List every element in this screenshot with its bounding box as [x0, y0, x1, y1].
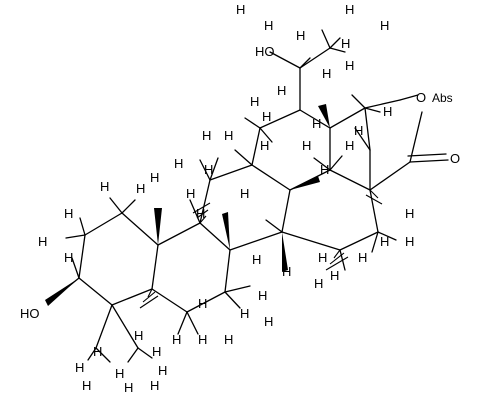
hydrogen-label: H: [64, 250, 73, 265]
hydrogen-label: H: [282, 264, 291, 279]
atom-labels: HO HO O O Abs H H H H H H H H H H H H H …: [20, 2, 460, 395]
hydroxyl-label-upper: HO: [255, 44, 275, 59]
hydrogen-label: H: [345, 2, 354, 17]
hydrogen-label: H: [264, 18, 273, 33]
hashed-bonds: [139, 189, 383, 309]
hydrogen-label: H: [240, 306, 249, 321]
hydrogen-label: H: [302, 138, 311, 153]
hydrogen-label: H: [405, 234, 414, 249]
hydrogen-label: H: [314, 276, 323, 291]
hydrogen-label: H: [341, 36, 350, 51]
hydrogen-label: H: [236, 2, 245, 17]
hydrogen-label: H: [38, 234, 47, 249]
hydrogen-label: H: [240, 186, 249, 201]
hydrogen-label: H: [330, 268, 339, 283]
hydrogen-label: H: [82, 378, 91, 393]
hydrogen-label: H: [186, 186, 195, 201]
hydrogen-label: H: [296, 28, 305, 43]
hydrogen-label: H: [312, 116, 321, 131]
hydrogen-label: H: [380, 234, 389, 249]
hydrogen-label: H: [262, 109, 271, 124]
hydrogen-label: H: [172, 332, 181, 347]
hydrogen-label: H: [264, 314, 273, 329]
hydrogen-label: H: [383, 104, 392, 119]
lactone-oxygen-label: O: [416, 90, 426, 105]
hydrogen-label: H: [320, 162, 329, 177]
hydrogen-label: H: [260, 138, 269, 153]
hydrogen-label: H: [115, 366, 124, 381]
hydrogen-label: H: [198, 296, 207, 311]
bond-skeleton: [47, 47, 449, 349]
hydrogen-label: H: [380, 18, 389, 33]
hydrogen-label: H: [134, 328, 143, 343]
hydrogen-label: H: [345, 138, 354, 153]
hydrogen-label: H: [198, 332, 207, 347]
carbonyl-oxygen-label: O: [450, 151, 460, 166]
hydrogen-label: H: [224, 128, 233, 143]
hydrogen-label: H: [204, 162, 213, 177]
hydrogen-label: H: [250, 94, 259, 109]
hydrogen-label: H: [405, 206, 414, 221]
hydrogen-label: H: [258, 288, 267, 303]
hydrogen-label: H: [224, 332, 233, 347]
hydrogen-label: H: [124, 380, 133, 395]
hydrogen-label: H: [174, 156, 183, 171]
hydrogen-label: H: [158, 363, 167, 378]
hydrogen-label: H: [136, 181, 145, 196]
hydrogen-label: H: [318, 250, 327, 265]
hydroxyl-label-lower: HO: [20, 306, 40, 321]
wedge-bonds: [45, 104, 330, 306]
hydrogen-label: H: [150, 378, 159, 393]
hydrogen-label: H: [93, 344, 102, 359]
hydrogen-label: H: [354, 123, 363, 138]
hydrogen-label: H: [64, 206, 73, 221]
hydrogen-label: H: [202, 128, 211, 143]
hydrogen-label: H: [358, 250, 367, 265]
hydrogen-label: H: [196, 206, 205, 221]
hydrogen-label: H: [100, 179, 109, 194]
abs-stereo-label: Abs: [432, 91, 453, 105]
hydrogen-label: H: [152, 344, 161, 359]
hydrogen-label: H: [150, 170, 159, 185]
hydrogen-bonds: [65, 29, 397, 363]
hydrogen-label: H: [322, 66, 331, 81]
hydrogen-label: H: [75, 360, 84, 375]
hydrogen-label: H: [345, 58, 354, 73]
hydrogen-label: H: [252, 252, 261, 267]
hydrogen-label: H: [277, 83, 286, 98]
